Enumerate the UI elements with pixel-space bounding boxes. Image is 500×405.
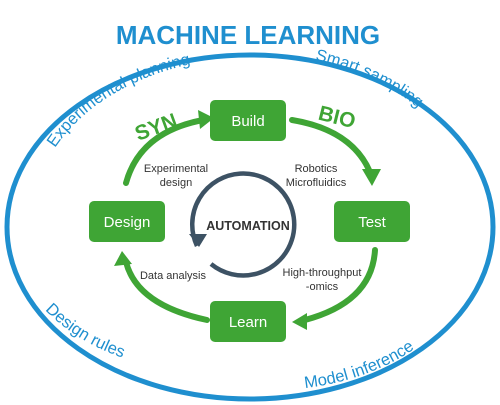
step-label-experimental: Experimental bbox=[144, 163, 208, 175]
node-design-label: Design bbox=[104, 214, 151, 231]
arrowhead-learn-to-design bbox=[114, 251, 132, 266]
automation-arrowhead bbox=[189, 234, 207, 247]
step-label-design: design bbox=[160, 177, 192, 189]
label-experimental-planning: Experimental planning bbox=[43, 50, 191, 150]
step-label-robotics: Robotics bbox=[295, 163, 338, 175]
outer-ellipse bbox=[4, 52, 496, 402]
arrow-design-to-build bbox=[123, 117, 206, 186]
automation-label: AUTOMATION bbox=[206, 219, 290, 233]
arrow-build-to-test bbox=[289, 117, 373, 175]
node-build-box bbox=[210, 100, 286, 141]
node-test-label: Test bbox=[358, 214, 386, 231]
node-design: Design bbox=[89, 201, 165, 242]
label-experimental-planning-path: Experimental planning bbox=[43, 50, 191, 150]
label-smart-sampling-path: Smart sampling bbox=[314, 46, 427, 111]
step-label-omics: -omics bbox=[306, 281, 339, 293]
arrow-test-to-learn bbox=[302, 247, 378, 323]
arrowhead-build-to-test bbox=[362, 169, 381, 186]
diagram-title: MACHINE LEARNING bbox=[116, 20, 380, 50]
node-test-box bbox=[334, 201, 410, 242]
label-smart-sampling: Smart sampling bbox=[314, 46, 427, 111]
node-learn: Learn bbox=[210, 301, 286, 342]
automation-cycle-arrow bbox=[190, 171, 297, 278]
node-test: Test bbox=[334, 201, 410, 242]
node-build: Build bbox=[210, 100, 286, 141]
step-label-data-analysis: Data analysis bbox=[140, 270, 207, 282]
node-build-label: Build bbox=[231, 113, 264, 130]
arrowhead-test-to-learn bbox=[292, 313, 307, 330]
step-label-high-throughput: High-throughput bbox=[283, 267, 362, 279]
node-design-box bbox=[89, 201, 165, 242]
arrowhead-design-to-build bbox=[198, 110, 214, 129]
step-label-microfluidics: Microfluidics bbox=[286, 177, 347, 189]
node-learn-box bbox=[210, 301, 286, 342]
node-learn-label: Learn bbox=[229, 314, 267, 331]
arrow-learn-to-design bbox=[123, 259, 210, 323]
